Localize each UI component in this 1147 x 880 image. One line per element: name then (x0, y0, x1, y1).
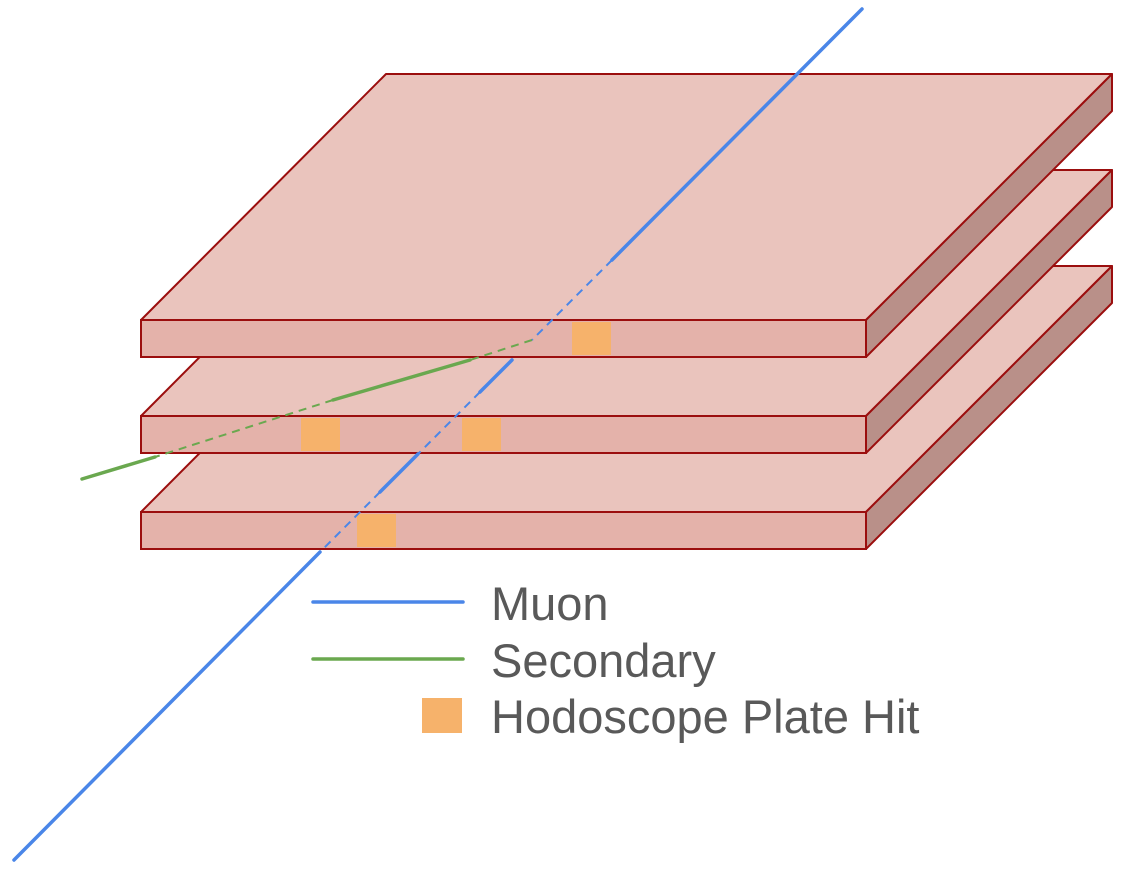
legend-hit-swatch (422, 698, 462, 733)
muon-track (12, 7, 864, 862)
muon-track-hidden-top (531, 259, 613, 341)
secondary-track-hidden-lower (154, 399, 334, 458)
middle-plate-hit-left (301, 418, 340, 451)
legend-muon-label: Muon (491, 577, 609, 630)
secondary-track-hidden-top (469, 339, 533, 361)
bottom-plate-front-face (140, 511, 867, 550)
muon-track-solid-gap1 (478, 358, 514, 394)
muon-track-solid-upper (610, 7, 864, 262)
secondary-track-solid-end (80, 455, 157, 481)
legend-secondary-label: Secondary (491, 634, 716, 687)
top-plate-front-face (140, 319, 867, 358)
legend-hit-label: Hodoscope Plate Hit (491, 690, 919, 743)
muon-track-solid-gap2 (378, 452, 420, 494)
legend: Muon Secondary Hodoscope Plate Hit (311, 577, 919, 743)
top-plate-hit (572, 322, 611, 355)
muon-track-solid-lower (12, 550, 322, 862)
secondary-track-solid-middle (331, 358, 472, 402)
secondary-track (80, 339, 533, 481)
top-plate (140, 73, 1113, 358)
middle-plate-hit-right (462, 418, 501, 451)
muon-track-hidden-middle (417, 391, 481, 455)
muon-track-hidden-bottom (319, 491, 381, 553)
middle-plate-front-face (140, 415, 867, 454)
bottom-plate-hit (357, 514, 396, 547)
